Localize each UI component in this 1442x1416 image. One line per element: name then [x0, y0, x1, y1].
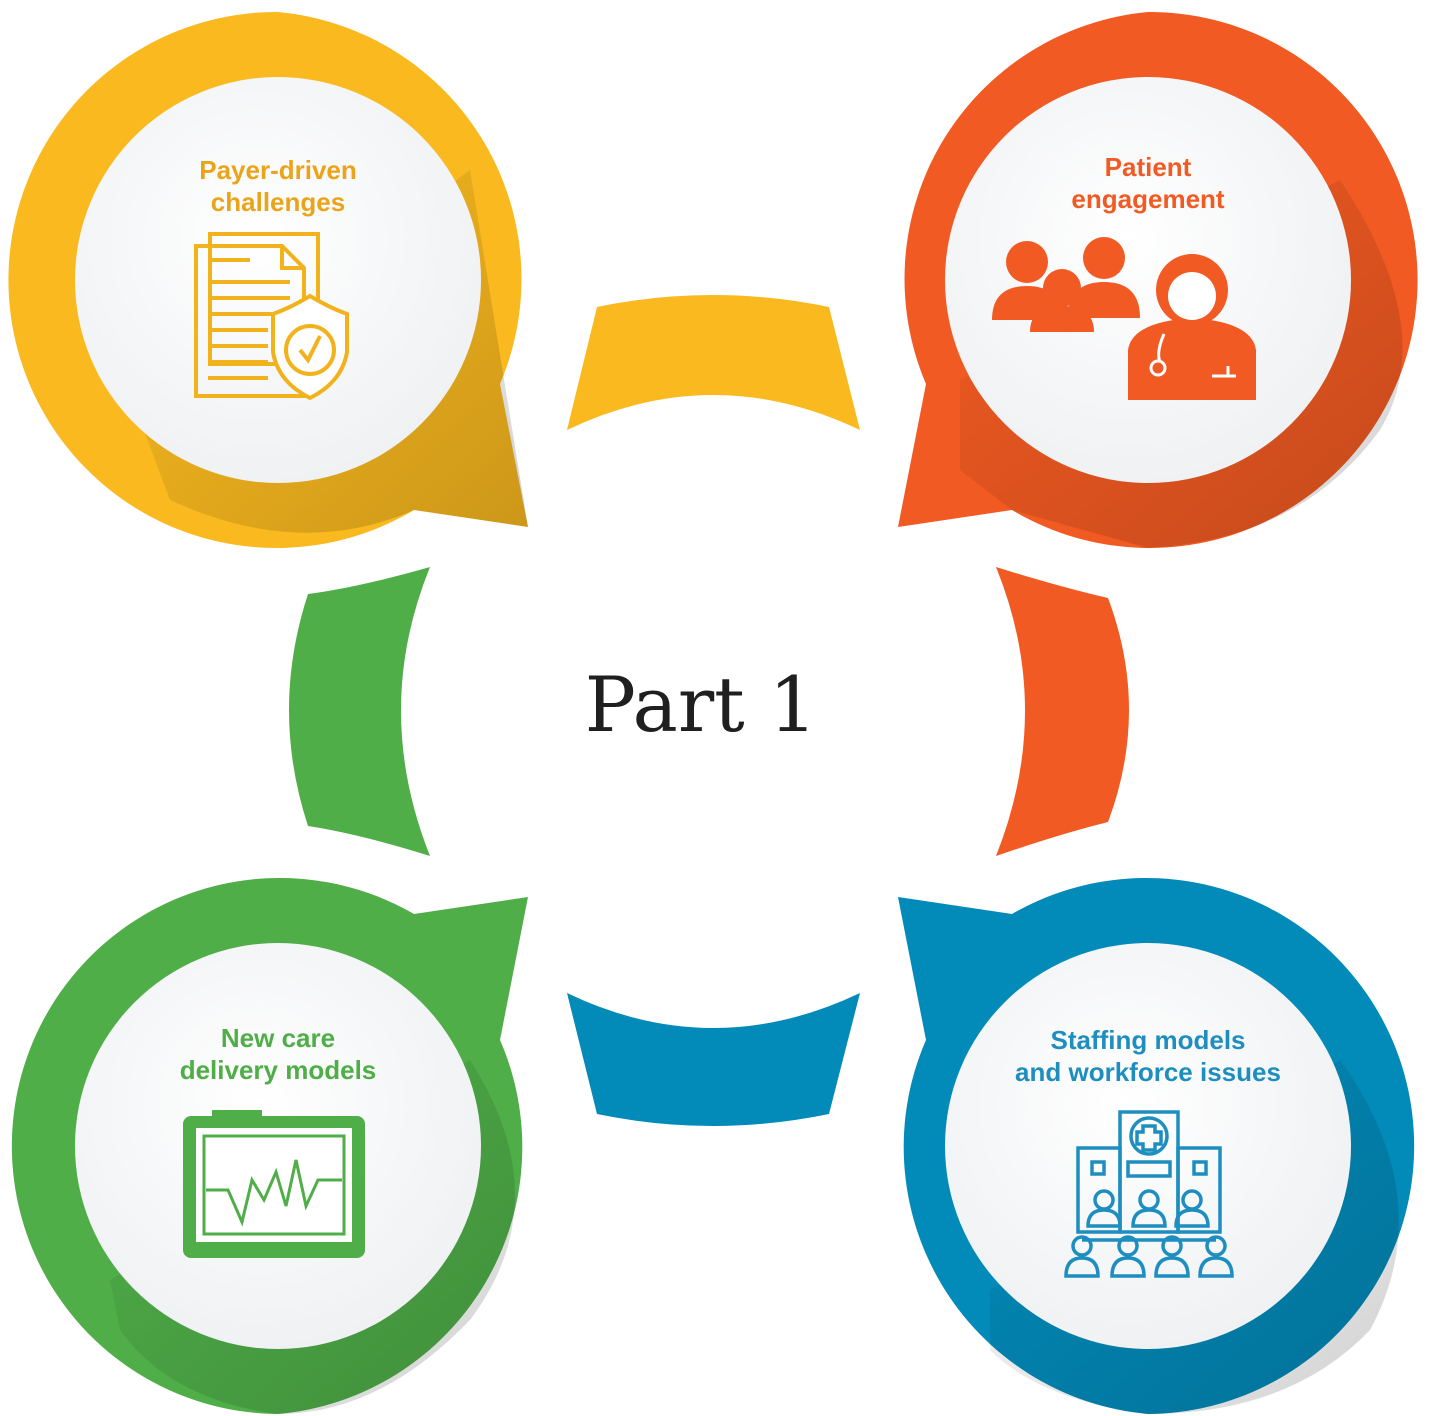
node-care-label: New care delivery models: [179, 1023, 377, 1085]
connector-arc-left: [289, 567, 430, 856]
node-staffing-label: Staffing models and workforce issues: [1015, 1025, 1281, 1087]
stethoscope-icon: [1149, 333, 1236, 378]
connector-arc-bottom: [567, 993, 860, 1126]
node-staffing: [898, 878, 1415, 1414]
nurse-face: [1168, 272, 1216, 320]
patients-nurse-icon: [992, 237, 1256, 400]
node-patient-label: Patient engagement: [1071, 152, 1225, 214]
node-patient: [898, 11, 1418, 548]
document-shield-icon: [194, 232, 349, 401]
center-title: Part 1: [584, 660, 818, 749]
heart-monitor-icon: [183, 1110, 365, 1258]
node-care: [11, 878, 528, 1414]
node-staffing-face: [945, 943, 1351, 1349]
connector-arc-right: [996, 567, 1129, 856]
connector-arc-top: [567, 295, 860, 430]
node-payer: [8, 11, 529, 548]
hospital-staff-icon: [1064, 1110, 1234, 1278]
node-payer-label: Payer-driven challenges: [199, 155, 357, 217]
node-patient-face: [945, 77, 1351, 483]
